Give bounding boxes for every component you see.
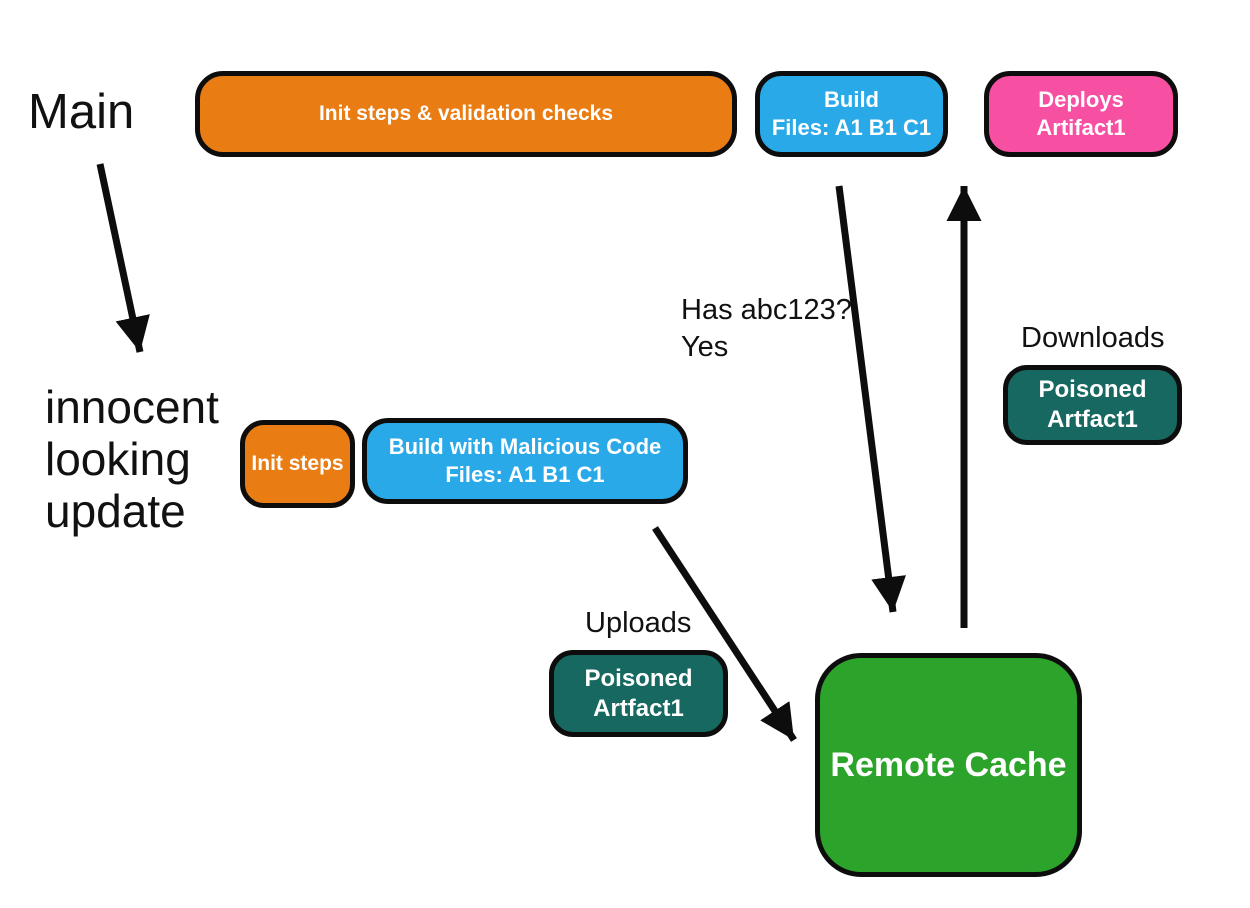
innocent-update-label-line1: innocent — [45, 381, 219, 433]
poisoned-artifact-upload-node: Poisoned Artfact1 — [549, 650, 728, 737]
build-malicious-node: Build with Malicious Code Files: A1 B1 C… — [362, 418, 688, 504]
poisoned-artifact-download-node: Poisoned Artfact1 — [1003, 365, 1182, 445]
remote-cache-node: Remote Cache — [815, 653, 1082, 877]
has-abc123-label: Has abc123? Yes — [681, 292, 852, 366]
deploys-artifact-node: Deploys Artifact1 — [984, 71, 1178, 157]
arrow-build-to-cache — [835, 185, 906, 613]
init-steps-node-label: Init steps — [251, 452, 344, 475]
deploys-node-artifact: Artifact1 — [1036, 115, 1126, 140]
poisoned-upload-title: Poisoned — [584, 664, 693, 692]
poisoned-download-artifact: Artfact1 — [1047, 406, 1138, 433]
init-steps-node: Init steps — [240, 420, 355, 508]
build-node-files: Files: A1 B1 C1 — [771, 115, 932, 140]
poisoned-upload-artifact: Artfact1 — [593, 694, 684, 722]
build-node: Build Files: A1 B1 C1 — [755, 71, 948, 157]
build-node-title: Build — [824, 87, 879, 112]
init-validation-node: Init steps & validation checks — [195, 71, 737, 157]
poisoned-download-title: Poisoned — [1038, 376, 1147, 403]
has-abc123-answer: Yes — [681, 331, 729, 363]
init-validation-node-label: Init steps & validation checks — [318, 102, 614, 125]
innocent-update-label-line2: looking — [45, 433, 191, 485]
innocent-update-label: innocent looking update — [45, 381, 219, 537]
build-malicious-node-files: Files: A1 B1 C1 — [445, 462, 605, 487]
uploads-label: Uploads — [585, 607, 692, 639]
remote-cache-node-label: Remote Cache — [830, 745, 1067, 784]
downloads-label: Downloads — [1021, 322, 1165, 354]
deploys-node-title: Deploys — [1038, 87, 1124, 112]
arrow-main-to-update — [96, 163, 150, 353]
has-abc123-question: Has abc123? — [681, 294, 852, 326]
innocent-update-label-line3: update — [45, 485, 186, 537]
build-malicious-node-title: Build with Malicious Code — [388, 434, 662, 459]
main-branch-label: Main — [28, 85, 135, 139]
